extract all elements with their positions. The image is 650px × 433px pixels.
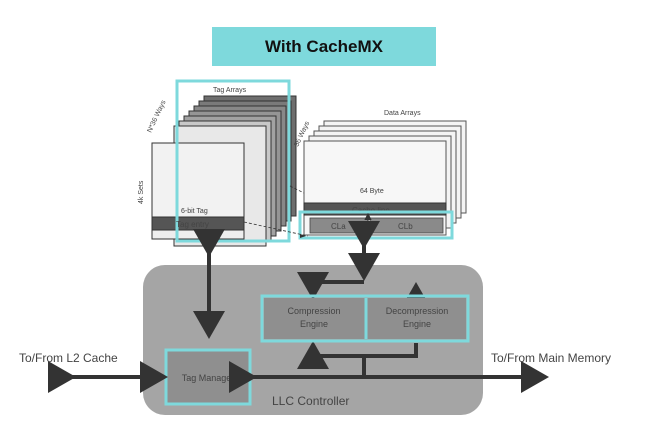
byte-size-label: 64 Byte (360, 188, 384, 195)
compression-engine (264, 298, 365, 339)
decompression-engine-label-2: Engine (403, 319, 431, 329)
l2-cache-label: To/From L2 Cache (19, 351, 118, 365)
tag-manager-label: Tag Manager (182, 373, 235, 383)
dashed-link-bottom (243, 221, 309, 237)
dashed-link-top (289, 185, 305, 194)
engines-bottom-path (313, 343, 418, 358)
compression-engine-label-2: Engine (300, 319, 328, 329)
tag-arrays-label: Tag Arrays (213, 87, 247, 94)
compression-in-path (297, 272, 364, 300)
compression-engine-label-1: Compression (287, 306, 340, 316)
tag-ways-label: N*36 Ways (146, 99, 167, 134)
llc-controller-label: LLC Controller (272, 394, 349, 408)
cla-label: CLa (331, 222, 346, 231)
clb-label: CLb (398, 222, 413, 231)
decompression-engine (367, 298, 466, 339)
tag-arrays-highlight (175, 79, 291, 243)
tag-entry-label: Tag entry (176, 220, 209, 229)
diagram-title: With CacheMX (212, 27, 436, 66)
tag-arrays-stack (151, 95, 297, 247)
engines-highlight (260, 294, 470, 343)
decompression-engine-label-1: Decompression (386, 306, 449, 316)
tag-bits-label: 6-bit Tag (181, 208, 208, 215)
dashed-link-arrow (300, 234, 306, 238)
tag-sets-label: 4k Sets (138, 180, 145, 204)
data-arrays-label: Data Arrays (384, 110, 421, 117)
main-memory-label: To/From Main Memory (491, 351, 611, 365)
